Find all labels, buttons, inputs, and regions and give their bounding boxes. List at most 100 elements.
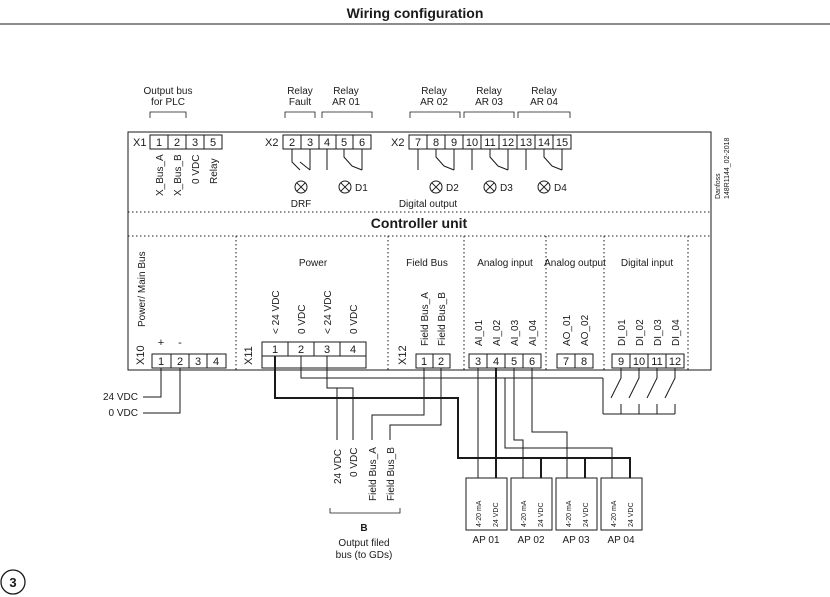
- lamp-icon: [483, 180, 497, 194]
- terminal-block-x12: X12 1 2 3 4 5 6 7 8 9 10 11 12 Field Bus…: [397, 292, 685, 369]
- group-bracket: [409, 111, 461, 118]
- pin-label: 8: [581, 356, 587, 368]
- relay-fault-contact: [291, 149, 311, 171]
- group-relay-ar04-line-1: Relay: [531, 86, 557, 97]
- gd-bus-caption-line-2: bus (to GDs): [336, 550, 393, 561]
- digital-input-switches: [602, 368, 676, 415]
- controller-outline: [127, 131, 712, 371]
- sensor-supply-label: 24 VDC: [538, 502, 545, 527]
- sensor-name: AP 02: [517, 535, 544, 546]
- pin-label: 4: [350, 344, 356, 356]
- signal-di-02: DI_02: [635, 319, 646, 346]
- relay-ar04-contact: [525, 149, 563, 171]
- signal-x11-4: 0 VDC: [349, 305, 360, 334]
- connector-label-x10: X10: [135, 345, 147, 365]
- group-output-bus-line-1: Output bus: [144, 86, 193, 97]
- pin-label: 2: [174, 137, 180, 149]
- pin-label: 12: [502, 137, 514, 149]
- group-relay-ar03-line-1: Relay: [476, 86, 502, 97]
- signal-ai-03: AI_03: [510, 319, 521, 346]
- pin-label: 7: [563, 356, 569, 368]
- pin-label: 10: [466, 137, 478, 149]
- pin-label: 2: [177, 356, 183, 368]
- sensor-ap01: 4-20 mA 24 VDC AP 01: [465, 477, 508, 546]
- connector-label-x2: X2: [265, 137, 278, 149]
- signal-ai-04: AI_04: [528, 319, 539, 346]
- terminal-block-x2-b: X2 7 8 9 10 11 12 13 14 15: [391, 134, 572, 171]
- signal-di-03: DI_03: [653, 319, 664, 346]
- pin-label: 11: [651, 356, 662, 368]
- signal-ai-02: AI_02: [492, 319, 503, 346]
- group-power-main-bus-line-1: Power/ Main Bus: [137, 251, 148, 327]
- pin-label: 6: [359, 137, 365, 149]
- group-bracket: [463, 111, 515, 118]
- wire-24vdc-rail: [274, 356, 631, 478]
- signal-x11-1: < 24 VDC: [271, 290, 282, 334]
- gd-signal-24vdc: 24 VDC: [333, 449, 344, 484]
- group-relay-ar01-line-1: Relay: [333, 86, 359, 97]
- section-power: Power: [299, 258, 328, 269]
- wire-0vdc-rail: [300, 356, 603, 379]
- pin-label: 3: [475, 356, 481, 368]
- sensor-box: [510, 477, 553, 531]
- terminal-block-x2-a: X2 2 3 4 5 6: [265, 134, 372, 171]
- sensor-supply-label: 24 VDC: [493, 502, 500, 527]
- gd-signal-0vdc: 0 VDC: [349, 448, 360, 477]
- pin-label: 3: [192, 137, 198, 149]
- group-relay-ar04-line-2: AR 04: [530, 97, 558, 108]
- sensor-ap03: 4-20 mA 24 VDC AP 03: [555, 477, 598, 546]
- group-bracket: [284, 111, 316, 118]
- group-relay-ar02-line-1: Relay: [421, 86, 447, 97]
- group-relay-ar02-line-2: AR 02: [420, 97, 448, 108]
- section-analog-input: Analog input: [477, 258, 533, 269]
- pin-label: 1: [158, 356, 164, 368]
- sensor-name: AP 04: [607, 535, 634, 546]
- pin-label: 1: [272, 344, 278, 356]
- pin-label: 9: [451, 137, 457, 149]
- relay-ar02-contact: [417, 149, 455, 171]
- relay-ar01-contact: [326, 149, 363, 171]
- page-badge-number: 3: [9, 575, 16, 590]
- wire-supply-24vdc: [143, 368, 162, 398]
- pin-label: 5: [210, 137, 216, 149]
- pin-label: 2: [438, 356, 444, 368]
- pin-label: 5: [341, 137, 347, 149]
- doc-code-line-2: 148R1144_02-2018: [724, 138, 731, 199]
- signal-relay: Relay: [209, 158, 220, 184]
- x10-minus-sign: -: [178, 337, 182, 349]
- relay-ar03-contact: [471, 149, 509, 171]
- indicator-lamps: DRF D1 D2 D3 D4 Digital output: [291, 180, 567, 210]
- section-analog-output: Analog output: [544, 258, 606, 269]
- page-badge: 3: [0, 569, 26, 595]
- terminal-block-x1: X1 1 2 3 5 X_Bus_A X_Bus_B 0 VDC Relay: [133, 134, 223, 196]
- gd-signal-field-bus-a: Field Bus_A: [368, 447, 379, 501]
- pin-label: 4: [324, 137, 330, 149]
- pin-label: 9: [618, 356, 624, 368]
- wire-ai-02: [513, 368, 524, 478]
- gd-bus-caption-line-1: Output filed: [338, 538, 389, 549]
- digital-output-label: Digital output: [399, 199, 458, 210]
- x11-base: [261, 356, 367, 369]
- gd-bus-bracket: [329, 508, 401, 514]
- pin-label: 13: [520, 137, 532, 149]
- sensor-supply-label: 24 VDC: [583, 502, 590, 527]
- pin-label: 3: [307, 137, 313, 149]
- pin-label: 8: [433, 137, 439, 149]
- supply-0vdc-label: 0 VDC: [109, 408, 138, 419]
- top-group-headings: Output bus for PLC Relay Fault Relay AR …: [144, 86, 571, 118]
- group-bracket: [517, 111, 571, 118]
- sensor-ap02: 4-20 mA 24 VDC AP 02: [510, 477, 553, 546]
- group-relay-fault-line-1: Relay: [287, 86, 313, 97]
- pin-label: 2: [289, 137, 295, 149]
- pin-label: 3: [195, 356, 201, 368]
- section-digital-input: Digital input: [621, 258, 673, 269]
- lamp-icon: [429, 180, 443, 194]
- gd-output-bus: 24 VDC 0 VDC Field Bus_A Field Bus_B B O…: [329, 447, 401, 561]
- switch-di-04: [664, 368, 676, 414]
- signal-field-bus-b: Field Bus_B: [437, 292, 448, 346]
- wire-supply-0vdc: [143, 368, 181, 414]
- sensor-box: [555, 477, 598, 531]
- x10-plus-sign: +: [158, 337, 164, 349]
- signal-ao-02: AO_02: [580, 314, 591, 346]
- supply-24vdc-label: 24 VDC: [103, 392, 138, 403]
